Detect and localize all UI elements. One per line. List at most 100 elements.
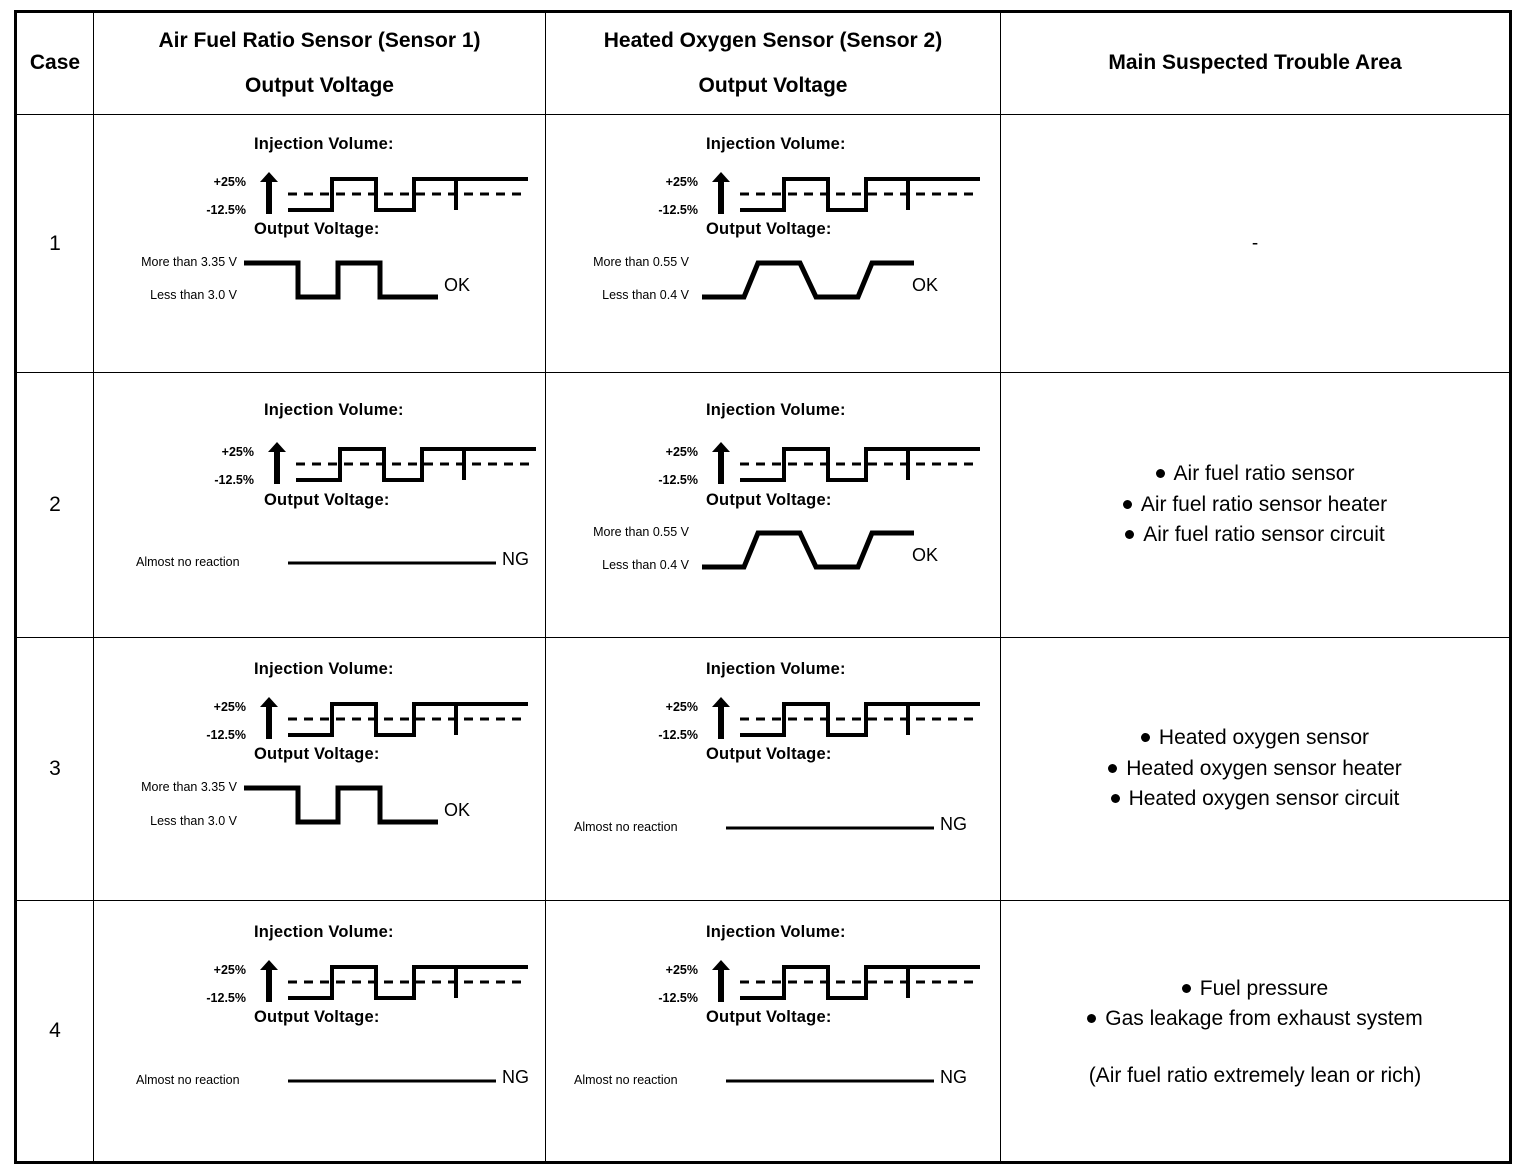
trouble-area-content: Fuel pressure Gas leakage from exhaust s… [1001,901,1509,1161]
injection-volume-waveform [712,442,980,484]
header-afr-subtitle: Output Voltage [245,74,394,97]
table-header: Case Air Fuel Ratio Sensor (Sensor 1) Ou… [15,11,1511,115]
afr-panel: Injection Volume: +25% -12.5% Output Vol… [94,901,545,1161]
injection-volume-waveform [712,172,980,214]
bullet-icon [1108,763,1118,773]
list-item-label: Air fuel ratio sensor [1173,462,1355,486]
injection-plus-label: +25% [213,963,246,977]
list-item: Heated oxygen sensor circuit [1108,784,1402,814]
table-body: 1 Injection Volume: +25% -12.5% [15,114,1511,1163]
list-item: Air fuel ratio sensor [1123,459,1387,489]
injection-volume-waveform [260,697,528,739]
cell-area-case3: Heated oxygen sensor Heated oxygen senso… [1000,637,1511,901]
injection-volume-waveform [712,697,980,739]
list-item-label: Fuel pressure [1199,976,1329,1000]
injection-volume-label: Injection Volume: [706,401,846,419]
injection-plus-label: +25% [665,700,698,714]
header-main-suspected-trouble-area: Main Suspected Trouble Area [1000,11,1511,115]
trouble-area-content: Air fuel ratio sensor Air fuel ratio sen… [1001,373,1509,637]
cell-ho2-case3: Injection Volume: +25% -12.5% Output Vol… [545,637,1001,901]
injection-plus-label: +25% [665,963,698,977]
ho2-output-waveform-flat [726,826,934,830]
bullet-icon [1125,530,1135,540]
injection-plus-label: +25% [213,175,246,189]
injection-volume-waveform [712,960,980,1002]
header-afr-title: Air Fuel Ratio Sensor (Sensor 1) [158,28,481,52]
ho2-verdict: OK [912,275,939,295]
ho2-less-than-label: Less than 0.4 V [602,288,689,302]
header-heated-oxygen-sensor: Heated Oxygen Sensor (Sensor 2) Output V… [545,11,1001,115]
bullet-icon [1110,794,1120,804]
header-ho2-subtitle: Output Voltage [698,74,848,97]
afr-panel: Injection Volume: +25% -12.5% Output Vol… [94,115,545,372]
ho2-output-waveform-flat [726,1079,934,1083]
ho2-verdict: OK [912,545,939,565]
afr-more-than-label: More than 3.35 V [141,780,237,794]
ho2-verdict: NG [940,814,967,834]
trouble-area-none: - [1251,233,1259,254]
cell-ho2-case4: Injection Volume: +25% -12.5% Output Vol… [545,900,1001,1163]
injection-minus-label: -12.5% [206,991,246,1005]
list-item-label: Gas leakage from exhaust system [1105,1007,1423,1030]
ho2-more-than-label: More than 0.55 V [593,525,689,539]
case-number: 3 [15,637,94,901]
afr-output-waveform-flat [288,1079,496,1083]
list-item: Heated oxygen sensor heater [1108,754,1402,784]
injection-minus-label: -12.5% [214,473,254,487]
output-voltage-label: Output Voltage: [254,220,380,238]
table-row: 4 Injection Volume: +25% -12.5% [15,900,1511,1163]
injection-volume-waveform [268,442,536,484]
list-item: Air fuel ratio sensor heater [1122,490,1387,520]
afr-output-waveform-flat [288,561,496,565]
afr-no-reaction-label: Almost no reaction [136,555,240,569]
injection-plus-label: +25% [665,445,698,459]
ho2-panel: Injection Volume: +25% -12.5% Output Vol… [546,901,1000,1161]
injection-volume-label: Injection Volume: [706,923,846,941]
output-voltage-label: Output Voltage: [254,1008,380,1026]
afr-more-than-label: More than 3.35 V [141,255,237,269]
cell-ho2-case2: Injection Volume: +25% -12.5% Output Vol… [545,372,1001,638]
cell-afr-case4: Injection Volume: +25% -12.5% Output Vol… [93,900,546,1163]
injection-minus-label: -12.5% [206,728,246,742]
injection-plus-label: +25% [665,175,698,189]
trouble-area-content: - [1001,115,1509,372]
trouble-area-content: Heated oxygen sensor Heated oxygen senso… [1001,638,1509,900]
case-number: 2 [15,372,94,638]
bullet-icon [1087,1014,1097,1023]
table-row: 2 Injection Volume: +25% -12.5% [15,372,1511,638]
injection-plus-label: +25% [213,700,246,714]
ho2-no-reaction-label: Almost no reaction [574,820,678,834]
ho2-panel: Injection Volume: +25% -12.5% Output Vol… [546,115,1000,372]
cell-ho2-case1: Injection Volume: +25% -12.5% Output Vol… [545,114,1001,373]
injection-minus-label: -12.5% [206,203,246,217]
bullet-icon [1181,983,1191,993]
output-voltage-label: Output Voltage: [706,491,832,509]
afr-panel: Injection Volume: +25% -12.5% Output Vol… [94,638,545,900]
injection-volume-waveform [260,172,528,214]
list-item: Fuel pressure [1087,974,1422,1004]
injection-volume-label: Injection Volume: [254,660,394,678]
injection-minus-label: -12.5% [658,203,698,217]
afr-verdict: OK [444,800,471,820]
output-voltage-label: Output Voltage: [706,1008,832,1026]
afr-verdict: NG [502,549,529,569]
injection-plus-label: +25% [221,445,254,459]
list-item: Heated oxygen sensor [1108,723,1402,753]
injection-volume-label: Injection Volume: [706,135,846,153]
bullet-icon [1155,469,1165,479]
ho2-verdict: NG [940,1067,967,1087]
cell-area-case1: - [1000,114,1511,373]
bullet-icon [1122,499,1132,509]
injection-minus-label: -12.5% [658,473,698,487]
cell-afr-case3: Injection Volume: +25% -12.5% Output Vol… [93,637,546,901]
cell-afr-case2: Injection Volume: +25% -12.5% Output Vol… [93,372,546,638]
injection-volume-waveform [260,960,528,1002]
afr-less-than-label: Less than 3.0 V [150,814,237,828]
ho2-panel: Injection Volume: +25% -12.5% Output Vol… [546,638,1000,900]
afr-output-waveform [244,785,438,825]
afr-less-than-label: Less than 3.0 V [150,288,237,302]
list-item-label: Heated oxygen sensor [1158,726,1370,750]
header-case: Case [15,11,94,115]
table-row: 3 Injection Volume: +25% -12.5% [15,637,1511,901]
